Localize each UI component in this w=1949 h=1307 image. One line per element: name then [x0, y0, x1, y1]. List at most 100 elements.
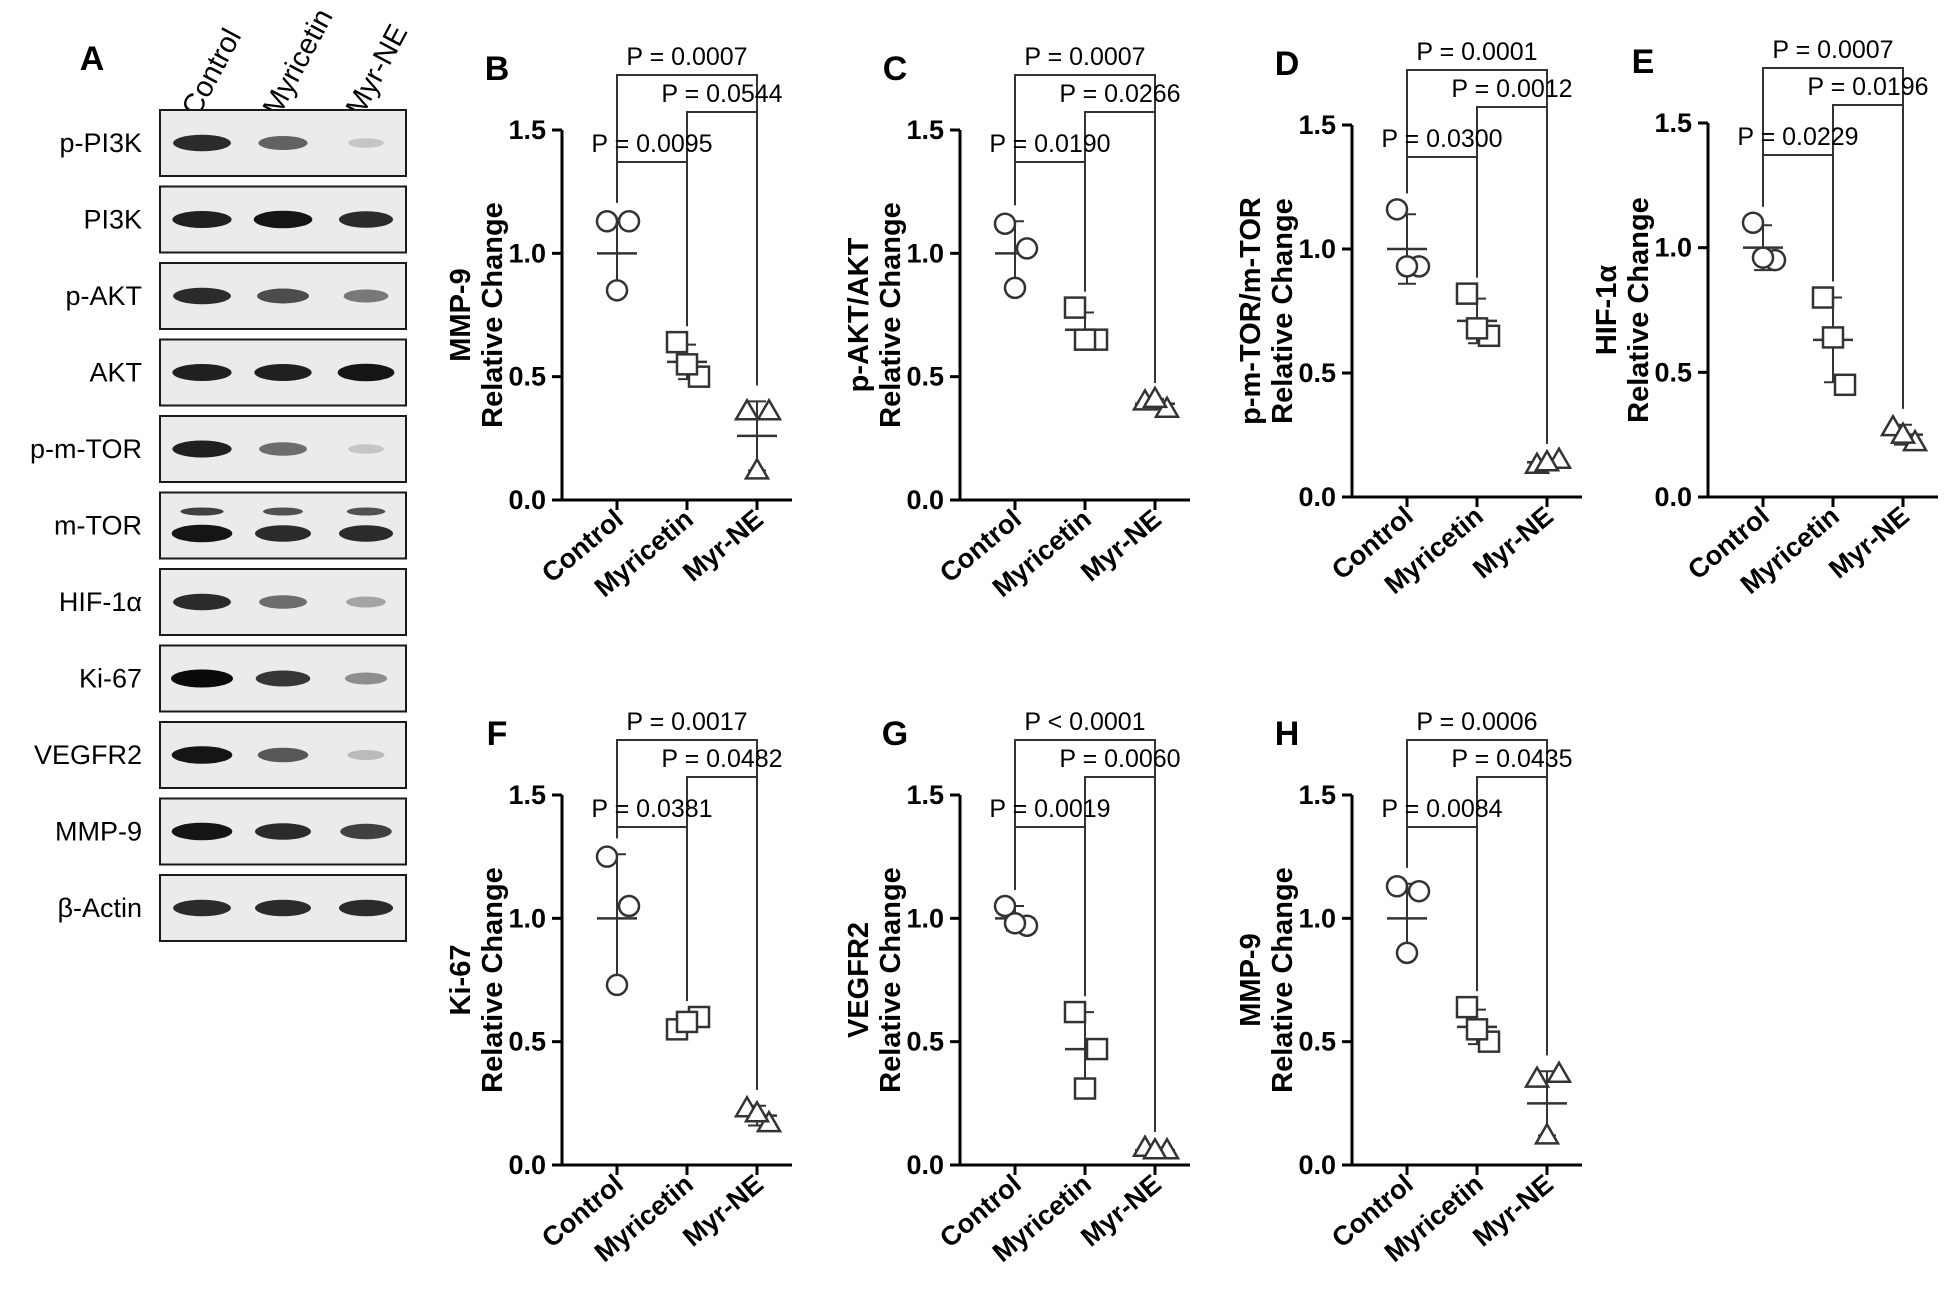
blot-0: p-PI3K [59, 109, 407, 177]
panel-e: E0.00.51.01.5ControlMyricetinMyr-NEHIF-1… [1591, 36, 1938, 600]
data-point-square [1073, 1077, 1097, 1100]
data-point-triangle [1523, 1065, 1551, 1088]
y-tick-label: 0.0 [1654, 482, 1692, 512]
blot-label: MMP-9 [55, 817, 142, 847]
series-myricetin [1811, 286, 1857, 397]
series-myricetin [665, 1005, 711, 1041]
y-axis-title: MMP-9 [1235, 933, 1267, 1026]
y-axis-title: Relative Change [875, 867, 907, 1093]
y-tick-label: 1.5 [1298, 110, 1336, 140]
y-axis-title: Relative Change [477, 202, 509, 428]
blot-band [348, 444, 384, 454]
blot-label: AKT [89, 358, 142, 388]
blot-band [343, 289, 389, 303]
data-point-triangle [1141, 385, 1169, 409]
y-axis-title: Relative Change [477, 867, 509, 1093]
p-value-label: P = 0.0001 [1416, 38, 1537, 66]
panel-f: F0.00.51.01.5ControlMyricetinMyr-NEKi-67… [445, 708, 792, 1268]
blot-label: Ki-67 [79, 664, 142, 694]
comparison-bracket: P = 0.0190 [989, 130, 1111, 292]
blot-label: PI3K [83, 205, 142, 235]
y-tick-label: 1.5 [1654, 108, 1692, 138]
panel-letter-d: D [1275, 45, 1300, 83]
blot-band [257, 747, 309, 763]
data-point-square [1811, 286, 1835, 309]
y-axis-title: VEGFR2 [843, 922, 875, 1038]
data-point-circle [993, 894, 1017, 918]
p-value-label: P = 0.0006 [1416, 708, 1537, 736]
y-axis-title: HIF-1α [1591, 265, 1623, 356]
data-point-square [1063, 1000, 1087, 1024]
data-point-triangle [733, 397, 761, 421]
panel-letter-e: E [1632, 43, 1655, 81]
p-value-label: P = 0.0196 [1807, 73, 1928, 101]
blot-band [259, 442, 307, 456]
y-tick-label: 0.5 [906, 1027, 944, 1057]
blot-band-upper [346, 507, 386, 516]
y-tick-label: 1.5 [508, 780, 546, 810]
blot-band [347, 750, 385, 760]
panel-b: B0.00.51.01.5ControlMyricetinMyr-NEMMP-9… [445, 43, 792, 603]
series-myr-ne [733, 1094, 783, 1133]
blot-band [259, 595, 307, 609]
blot-5: m-TOR [54, 491, 407, 560]
blot-band [255, 899, 311, 917]
blot-band [340, 823, 392, 840]
blot-10: β-Actin [57, 874, 407, 942]
blot-label: p-PI3K [59, 128, 142, 158]
blot-band [171, 822, 233, 841]
blot-4: p-m-TOR [30, 415, 407, 483]
blot-band [171, 746, 233, 764]
y-tick-label: 0.0 [906, 485, 944, 515]
bracket-line [616, 826, 688, 1001]
blot-6: HIF-1α [59, 568, 407, 636]
y-axis-title: p-m-TOR/m-TOR [1235, 197, 1267, 425]
y-tick-label: 1.0 [1654, 233, 1692, 263]
y-tick-label: 0.0 [906, 1150, 944, 1180]
category-label-myr-ne: Myr-NE [1075, 1169, 1167, 1253]
category-label-myr-ne: Myr-NE [1467, 1169, 1559, 1253]
y-axis-title: Ki-67 [445, 945, 477, 1016]
p-value-label: P = 0.0007 [626, 43, 747, 71]
series-myricetin [1063, 296, 1109, 351]
data-point-circle [1741, 211, 1765, 234]
p-value-label: P = 0.0435 [1451, 745, 1572, 773]
p-value-label: P = 0.0300 [1381, 125, 1502, 153]
data-point-square [1455, 282, 1479, 305]
comparison-bracket: P = 0.0012 [1451, 75, 1573, 444]
data-point-circle [1385, 198, 1409, 221]
blot-band [173, 134, 231, 152]
data-point-triangle [1545, 1060, 1573, 1083]
y-axis-title: Relative Change [1267, 867, 1299, 1093]
panel-h: H0.00.51.01.5ControlMyricetinMyr-NEMMP-9… [1235, 708, 1582, 1268]
p-value-label: P = 0.0012 [1451, 75, 1572, 103]
data-point-circle [1015, 237, 1039, 260]
blot-band [255, 670, 311, 687]
data-point-square [1833, 373, 1857, 397]
comparison-bracket: P = 0.0229 [1737, 123, 1859, 282]
y-tick-label: 1.0 [1298, 234, 1336, 264]
blot-band [171, 669, 233, 688]
blot-band [254, 364, 312, 381]
p-value-label: P = 0.0007 [1772, 36, 1893, 64]
data-point-circle [595, 845, 619, 868]
data-point-square [1063, 296, 1087, 319]
blot-band [172, 440, 232, 458]
data-point-triangle [1141, 1136, 1169, 1160]
y-tick-label: 1.0 [508, 903, 546, 933]
blot-band [253, 210, 313, 229]
bracket-line [1406, 156, 1478, 278]
series-myr-ne [1131, 1134, 1181, 1160]
bracket-line [1014, 826, 1086, 997]
data-point-square [1085, 1037, 1109, 1061]
p-value-label: P = 0.0019 [989, 795, 1110, 823]
bracket-line [686, 776, 758, 1090]
series-myr-ne [733, 397, 783, 480]
comparison-bracket: P = 0.0060 [1059, 745, 1181, 1132]
lane-label-myricetin: Myricetin [257, 4, 340, 121]
y-tick-label: 0.5 [1298, 358, 1336, 388]
y-tick-label: 0.5 [508, 362, 546, 392]
blot-label: β-Actin [57, 893, 142, 923]
